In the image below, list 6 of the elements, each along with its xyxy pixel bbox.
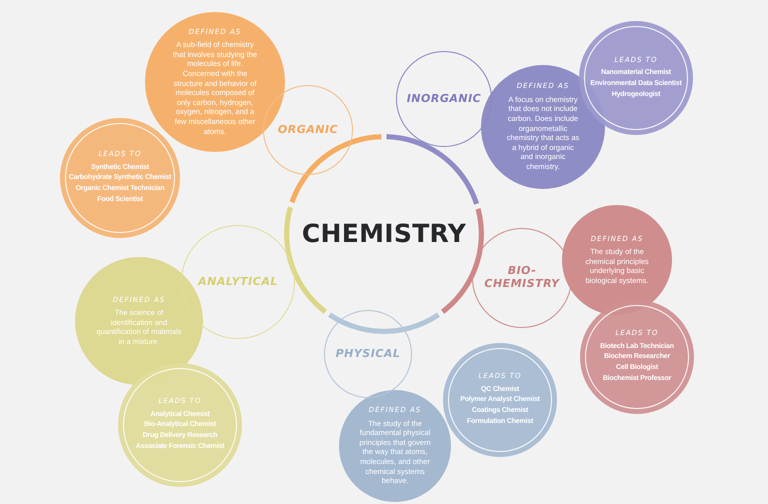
branch-label: BIO-CHEMISTRY xyxy=(483,265,561,291)
hub-title: CHEMISTRY xyxy=(302,220,466,248)
branch-label: PHYSICAL xyxy=(336,348,400,360)
branch-label: INORGANIC xyxy=(406,92,482,106)
branch-label: ORGANIC xyxy=(278,124,338,136)
branch-label: ANALYTICAL xyxy=(198,276,278,288)
